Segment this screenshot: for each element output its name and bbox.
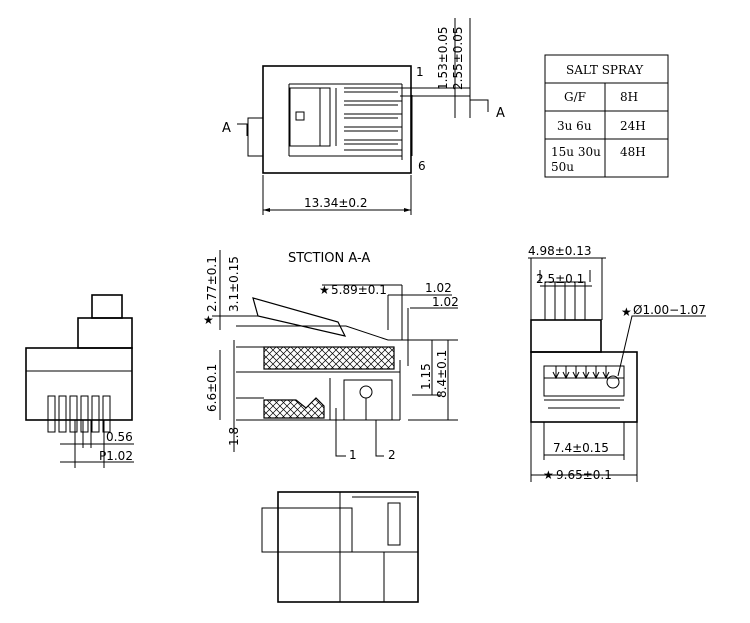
section-left-dims: [212, 250, 258, 452]
section-mark-right: [470, 99, 489, 112]
dim-7-4: 7.4±0.15: [553, 441, 609, 455]
left-contact-pin: [80, 395, 89, 433]
section-body-lines: [236, 346, 401, 421]
section-hatch-lower: [263, 397, 325, 419]
section-callout-leaders: [335, 408, 384, 457]
right-cavity-lines: [544, 377, 624, 409]
table-row-1-plating: G/F: [564, 90, 586, 104]
top-view: A A 1 6 1.53±0.05 2.55±0.05 13.34±0.2: [222, 18, 505, 215]
bottom-slot: [387, 502, 401, 546]
dim-2-5: 2.5±0.1: [536, 272, 584, 286]
table-row-2-plating: 3u 6u: [557, 119, 592, 133]
top-cavity-lines: [319, 88, 337, 146]
dim-2-77: 2.77±0.1: [205, 256, 219, 312]
top-latch-stub: [247, 117, 264, 157]
right-contact-pin: [582, 366, 590, 380]
dim-1-02-a: 1.02: [425, 281, 452, 295]
right-cavity: [543, 365, 625, 397]
dim-1-15: 1.15: [419, 363, 433, 390]
right-contact-pin: [592, 366, 600, 380]
right-contact-pin: [572, 366, 580, 380]
dim-5-89: 5.89±0.1: [331, 283, 387, 297]
section-view: STCTION A-A 1 2 ★ 5.89±0.1 1.02 1.02 ★ 2…: [203, 250, 459, 462]
left-view: 0.56 P1.02: [25, 294, 134, 468]
top-contacts: [344, 87, 402, 151]
dim-13-34: 13.34±0.2: [304, 196, 368, 210]
right-top-dims: [528, 257, 606, 320]
right-body: [530, 351, 638, 423]
section-title: STCTION A-A: [288, 251, 370, 266]
left-tab: [91, 294, 123, 319]
bottom-view: [261, 491, 419, 603]
left-upper-block: [77, 317, 133, 349]
callout-2: 2: [388, 448, 396, 462]
section-right-dims: [408, 339, 458, 421]
top-body-outline: [262, 65, 412, 174]
section-contact-detail: [359, 385, 373, 420]
table-row-3-plating-line1: 15u 30u: [551, 145, 601, 159]
section-mark-a-right: A: [496, 106, 505, 121]
dim-2-55: 2.55±0.05: [451, 27, 465, 91]
right-view: 4.98±0.13 2.5±0.1 ★ Ø1.00−1.07 7.4±0.15 …: [528, 244, 706, 482]
top-vertical-dim-lines: [400, 18, 471, 118]
right-contacts: [552, 366, 610, 380]
dim-3-1: 3.1±0.15: [227, 256, 241, 312]
star-5-89: ★: [319, 283, 330, 297]
star-2-77: ★: [203, 313, 214, 327]
pin-6-label: 6: [418, 159, 426, 173]
dim-1-02-b: 1.02: [432, 295, 459, 309]
dim-4-98: 4.98±0.13: [528, 244, 592, 258]
left-dim-lines: [60, 443, 134, 463]
right-contact-pin: [602, 366, 610, 380]
left-body: [25, 347, 133, 421]
dim-0-56: 0.56: [106, 430, 133, 444]
bottom-body: [277, 491, 419, 603]
bottom-lines: [278, 492, 418, 602]
right-hole: [606, 375, 620, 389]
dim-diameter: Ø1.00−1.07: [633, 303, 706, 317]
left-contact-pin: [47, 395, 56, 433]
right-upper-block: [530, 319, 602, 353]
star-9-65: ★: [543, 468, 554, 482]
section-contact-block: [343, 379, 393, 421]
section-hatch-upper: [263, 346, 395, 370]
dim-9-65: 9.65±0.1: [556, 468, 612, 482]
section-top-dims: [322, 284, 458, 340]
section-latch: [252, 297, 347, 337]
top-cavity: [289, 87, 331, 147]
top-small-square: [295, 111, 305, 121]
table-row-1-hours: 8H: [620, 90, 638, 104]
dim-8-4: 8.4±0.1: [435, 350, 449, 398]
top-width-dim-line: [262, 175, 412, 215]
left-contact-pin: [91, 395, 100, 433]
left-contact-pin: [102, 395, 111, 433]
right-contact-pin: [562, 366, 570, 380]
right-tab-ribs: [554, 282, 576, 320]
section-mark-left: [237, 123, 248, 136]
table-row-3-hours: 48H: [620, 145, 646, 159]
dim-1-53: 1.53±0.05: [436, 27, 450, 91]
table-row-3-plating-line2: 50u: [551, 160, 574, 174]
section-mark-a-left: A: [222, 121, 231, 136]
bottom-latch: [261, 507, 353, 553]
left-contacts: [47, 395, 111, 433]
salt-spray-table: SALT SPRAY G/F 8H 3u 6u 24H 15u 30u 50u …: [544, 54, 669, 178]
top-right-lines: [401, 84, 413, 160]
pin-1-label: 1: [416, 65, 424, 79]
dim-p1-02: P1.02: [99, 449, 133, 463]
left-contact-pin: [58, 395, 67, 433]
table-header: SALT SPRAY: [566, 63, 644, 77]
right-contact-pin: [552, 366, 560, 380]
callout-1: 1: [349, 448, 357, 462]
right-bottom-dims: [530, 315, 706, 482]
section-upper-outline: [236, 325, 409, 366]
table-row-2-hours: 24H: [620, 119, 646, 133]
star-dia: ★: [621, 305, 632, 319]
dim-1-8: 1.8: [227, 427, 241, 446]
top-inner-frame: [288, 83, 402, 157]
dim-6-6: 6.6±0.1: [205, 364, 219, 412]
left-contact-pin: [69, 395, 78, 433]
